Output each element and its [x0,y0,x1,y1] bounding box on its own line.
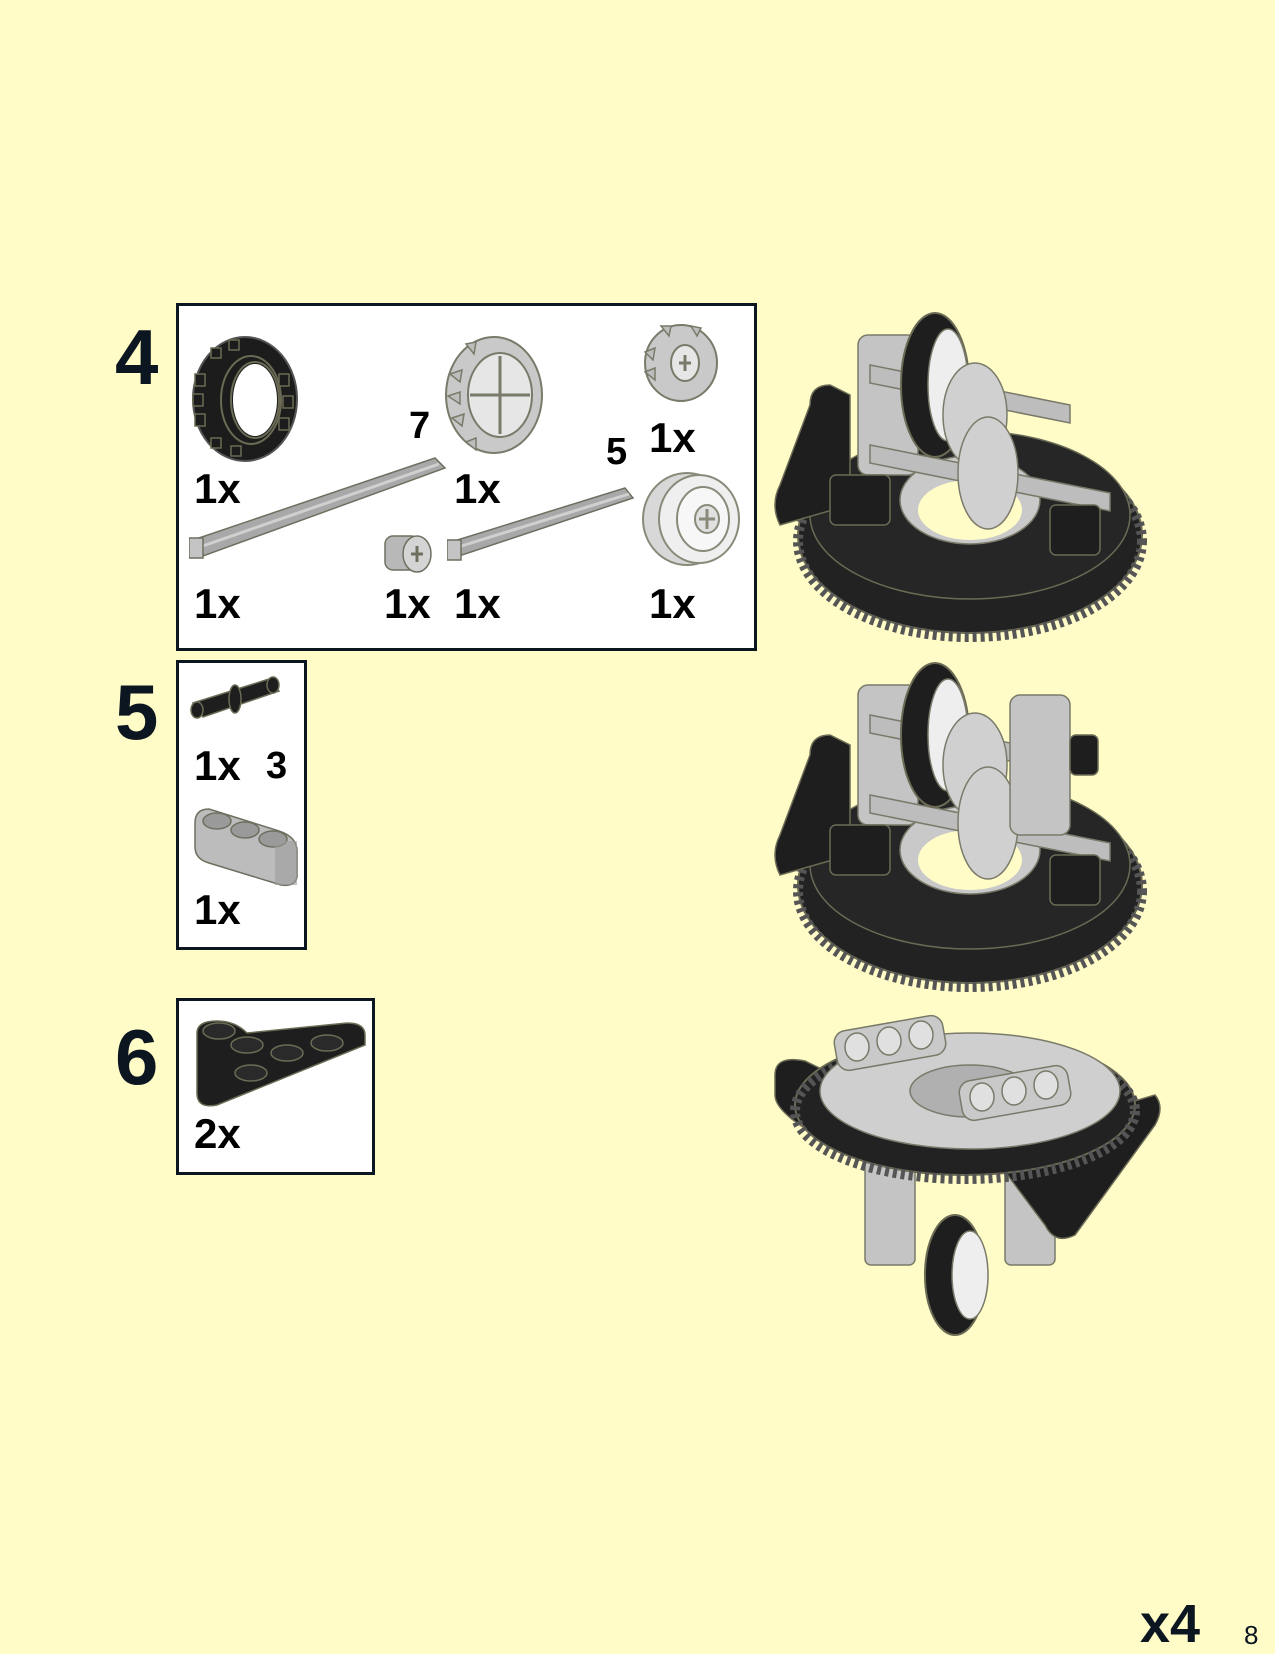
qty-tire: 1x [194,465,241,512]
axle-length-5: 5 [606,431,628,473]
qty-wheel-hub: 1x [649,580,696,627]
axle-5-part-icon [446,486,637,571]
qty-long-pin: 1x [194,742,241,789]
qty-axle-5: 1x [454,580,501,627]
assembly-step-4-illustration [770,305,1150,650]
long-pin-part-icon [189,673,281,730]
liftarm-1x3-part-icon [189,803,301,898]
step-number-6: 6 [115,1013,159,1101]
triangle-liftarm-part-icon [187,1013,369,1114]
qty-gear-12: 1x [649,414,696,461]
step-number-4: 4 [115,313,159,401]
step-number-5: 5 [115,668,159,756]
assembly-step-5-illustration [770,655,1150,1000]
gear-12-tooth-part-icon [641,322,721,409]
bush-part-icon [379,524,435,585]
qty-bush: 1x [384,580,431,627]
qty-gear-20: 1x [454,465,501,512]
tire-part-icon [189,334,301,469]
page-number: 8 [1244,1620,1259,1650]
wheel-hub-part-icon [641,469,745,574]
parts-list-step-6: 2x [176,998,375,1175]
qty-triangle-liftarm: 2x [194,1110,241,1157]
submodel-multiplier: x4 [1140,1594,1201,1654]
liftarm-length-3: 3 [266,745,288,787]
parts-list-step-4: 1x 7 1x 1x [176,303,757,651]
gear-20-tooth-part-icon [444,334,544,461]
qty-axle-7: 1x [194,580,241,627]
axle-length-7: 7 [409,405,431,447]
qty-liftarm-1x3: 1x [194,886,241,933]
assembly-step-6-illustration [765,995,1165,1350]
parts-list-step-5: 1x 3 1x [176,660,307,950]
axle-7-part-icon [188,456,449,571]
